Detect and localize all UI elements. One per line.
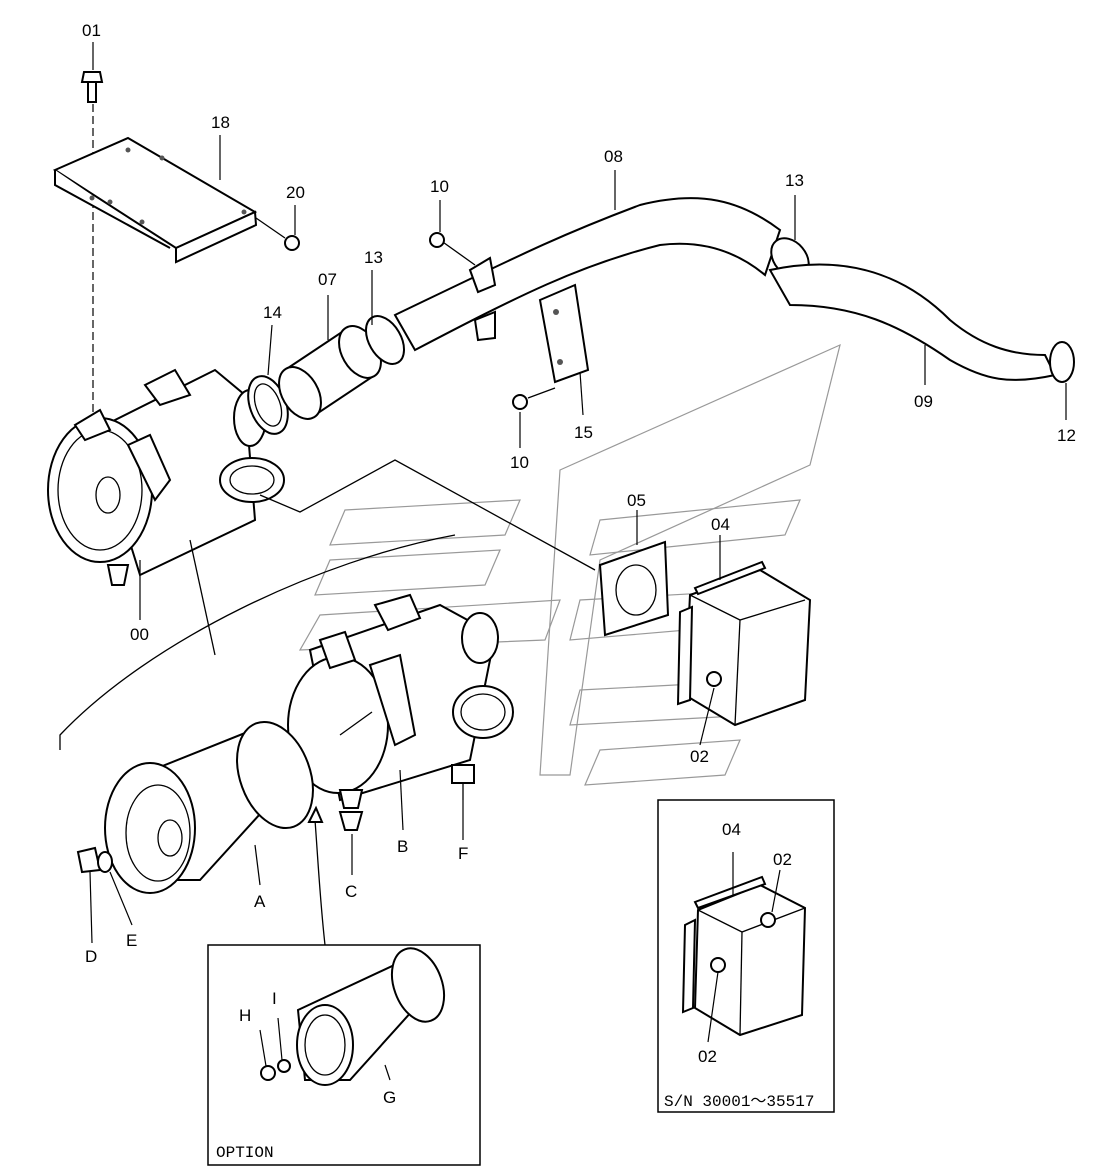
air-cleaner-assembly-00	[47, 368, 285, 620]
clamp-14	[247, 324, 289, 435]
label-F: F	[458, 844, 468, 863]
bracket-15	[538, 283, 590, 416]
option-box	[207, 944, 481, 1166]
label-E: E	[126, 931, 137, 950]
serial-number: S/N 30001～35517	[664, 1093, 814, 1111]
hose-09	[768, 263, 1057, 385]
label-C: C	[345, 882, 357, 901]
housing-B	[287, 593, 514, 831]
option-arrow	[307, 805, 326, 946]
label-02-sn-lower: 02	[698, 1047, 717, 1066]
label-G: G	[383, 1088, 396, 1107]
label-13-left: 13	[364, 248, 383, 267]
bracket-plate-18	[52, 135, 258, 264]
label-D: D	[85, 947, 97, 966]
bolt-01	[80, 42, 104, 415]
label-B: B	[397, 837, 408, 856]
label-I: I	[272, 989, 277, 1008]
option-title: OPTION	[216, 1144, 274, 1162]
label-02-sn-upper: 02	[773, 850, 792, 869]
label-A: A	[254, 892, 266, 911]
filter-element-A	[104, 720, 314, 894]
valve-C	[338, 811, 364, 875]
clamp-13-left	[365, 270, 405, 365]
bolt-20	[255, 205, 300, 251]
bolt-10-upper	[429, 200, 476, 266]
label-04-sn: 04	[722, 820, 741, 839]
label-15: 15	[574, 423, 593, 442]
label-12: 12	[1057, 426, 1076, 445]
label-10-lower: 10	[510, 453, 529, 472]
cover-04	[676, 535, 812, 727]
label-13-right: 13	[785, 171, 804, 190]
label-20: 20	[286, 183, 305, 202]
washer-E	[97, 851, 133, 926]
detail-leaders	[59, 459, 596, 750]
serial-box	[657, 799, 835, 1113]
label-H: H	[239, 1006, 251, 1025]
clamp-12	[1049, 341, 1075, 420]
indicator-F	[451, 764, 475, 840]
bolt-02	[699, 671, 722, 746]
label-04: 04	[711, 515, 730, 534]
label-07: 07	[318, 270, 337, 289]
label-09: 09	[914, 392, 933, 411]
gasket-05	[598, 510, 670, 637]
label-05: 05	[627, 491, 646, 510]
label-18: 18	[211, 113, 230, 132]
bolt-10-lower	[512, 387, 556, 448]
label-08: 08	[604, 147, 623, 166]
label-10-upper: 10	[430, 177, 449, 196]
label-02: 02	[690, 747, 709, 766]
label-14: 14	[263, 303, 282, 322]
pipe-08	[393, 170, 782, 352]
label-00: 00	[130, 625, 149, 644]
label-01: 01	[82, 21, 101, 40]
wing-nut-D	[76, 846, 102, 944]
